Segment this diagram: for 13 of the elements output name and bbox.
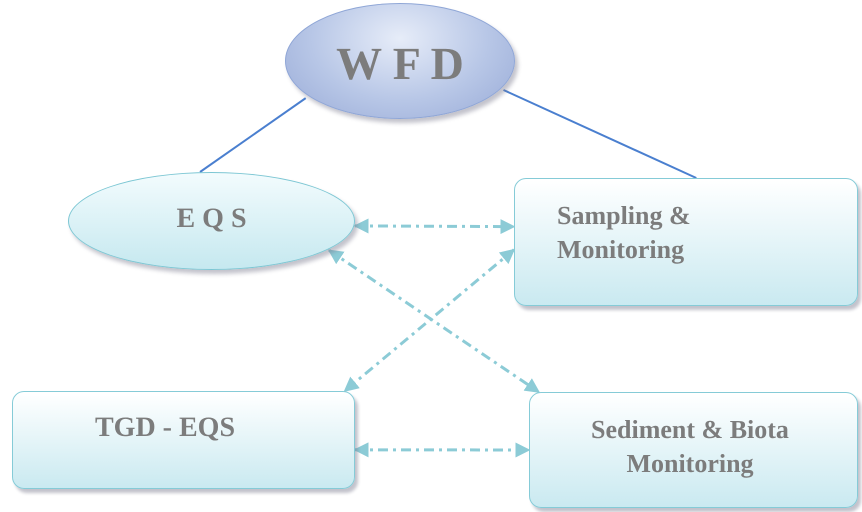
- node-label: E Q S: [176, 202, 247, 236]
- node-label: TGD - EQS: [95, 411, 236, 445]
- connector-line: [503, 89, 697, 179]
- dash-dot-arrow: [354, 442, 530, 458]
- connector-line: [199, 97, 306, 173]
- node-label: Sampling & Monitoring: [557, 200, 692, 266]
- node-label: W F D: [336, 37, 464, 91]
- dash-dot-arrow: [328, 249, 540, 394]
- dash-dot-arrow: [354, 218, 516, 234]
- node-label: Sediment & Biota Monitoring: [590, 414, 790, 480]
- rounded-box: [514, 178, 858, 306]
- rounded-box: [12, 391, 355, 489]
- rounded-box: [529, 392, 858, 508]
